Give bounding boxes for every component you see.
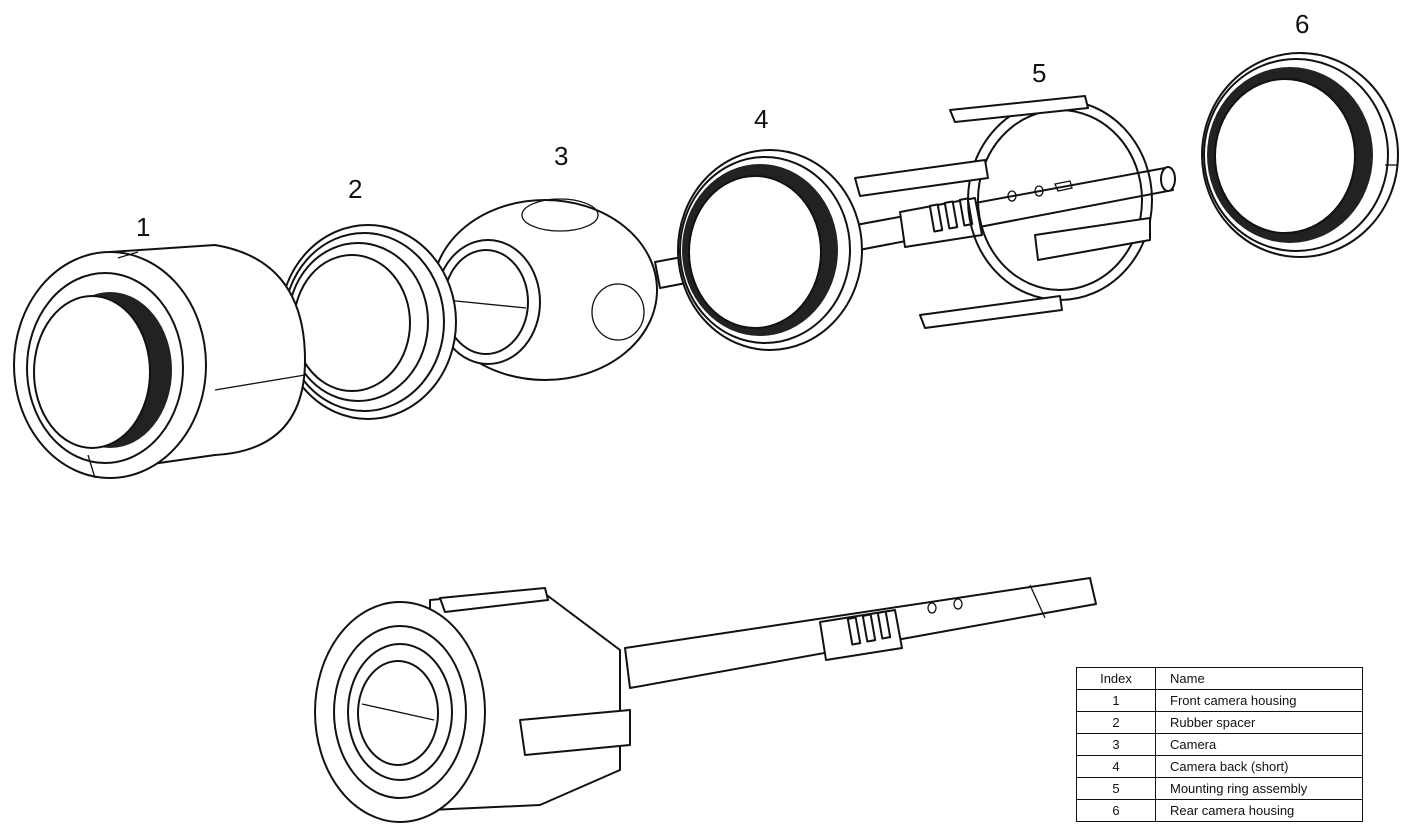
callout-2: 2 [348, 174, 362, 204]
part-3-camera [432, 198, 658, 381]
row-index: 4 [1076, 755, 1156, 778]
assembled-view [314, 577, 1097, 823]
part-5-mounting-ring [854, 95, 1153, 329]
callout-5: 5 [1032, 58, 1046, 88]
header-index: Index [1076, 667, 1156, 690]
part-4-camera-back [677, 149, 863, 351]
part-6-rear-camera-housing [1201, 52, 1399, 258]
part-1-front-camera-housing [13, 244, 306, 479]
row-index: 3 [1076, 733, 1156, 756]
parts-table: Index Name 1 Front camera housing 2 Rubb… [1076, 667, 1363, 822]
callout-4: 4 [754, 104, 768, 134]
row-name: Front camera housing [1155, 689, 1363, 712]
row-name: Rubber spacer [1155, 711, 1363, 734]
table-row: 1 Front camera housing [1076, 689, 1363, 712]
row-name: Rear camera housing [1155, 799, 1363, 822]
row-index: 2 [1076, 711, 1156, 734]
row-index: 6 [1076, 799, 1156, 822]
callout-3: 3 [554, 141, 568, 171]
row-name: Camera [1155, 733, 1363, 756]
parts-table-header: Index Name [1076, 667, 1363, 690]
table-row: 4 Camera back (short) [1076, 755, 1363, 778]
table-row: 6 Rear camera housing [1076, 799, 1363, 822]
row-name: Mounting ring assembly [1155, 777, 1363, 800]
header-name: Name [1155, 667, 1363, 690]
table-row: 5 Mounting ring assembly [1076, 777, 1363, 800]
row-index: 1 [1076, 689, 1156, 712]
callout-1: 1 [136, 212, 150, 242]
row-name: Camera back (short) [1155, 755, 1363, 778]
callout-6: 6 [1295, 9, 1309, 39]
table-row: 3 Camera [1076, 733, 1363, 756]
part-2-rubber-spacer [279, 224, 457, 420]
table-row: 2 Rubber spacer [1076, 711, 1363, 734]
row-index: 5 [1076, 777, 1156, 800]
